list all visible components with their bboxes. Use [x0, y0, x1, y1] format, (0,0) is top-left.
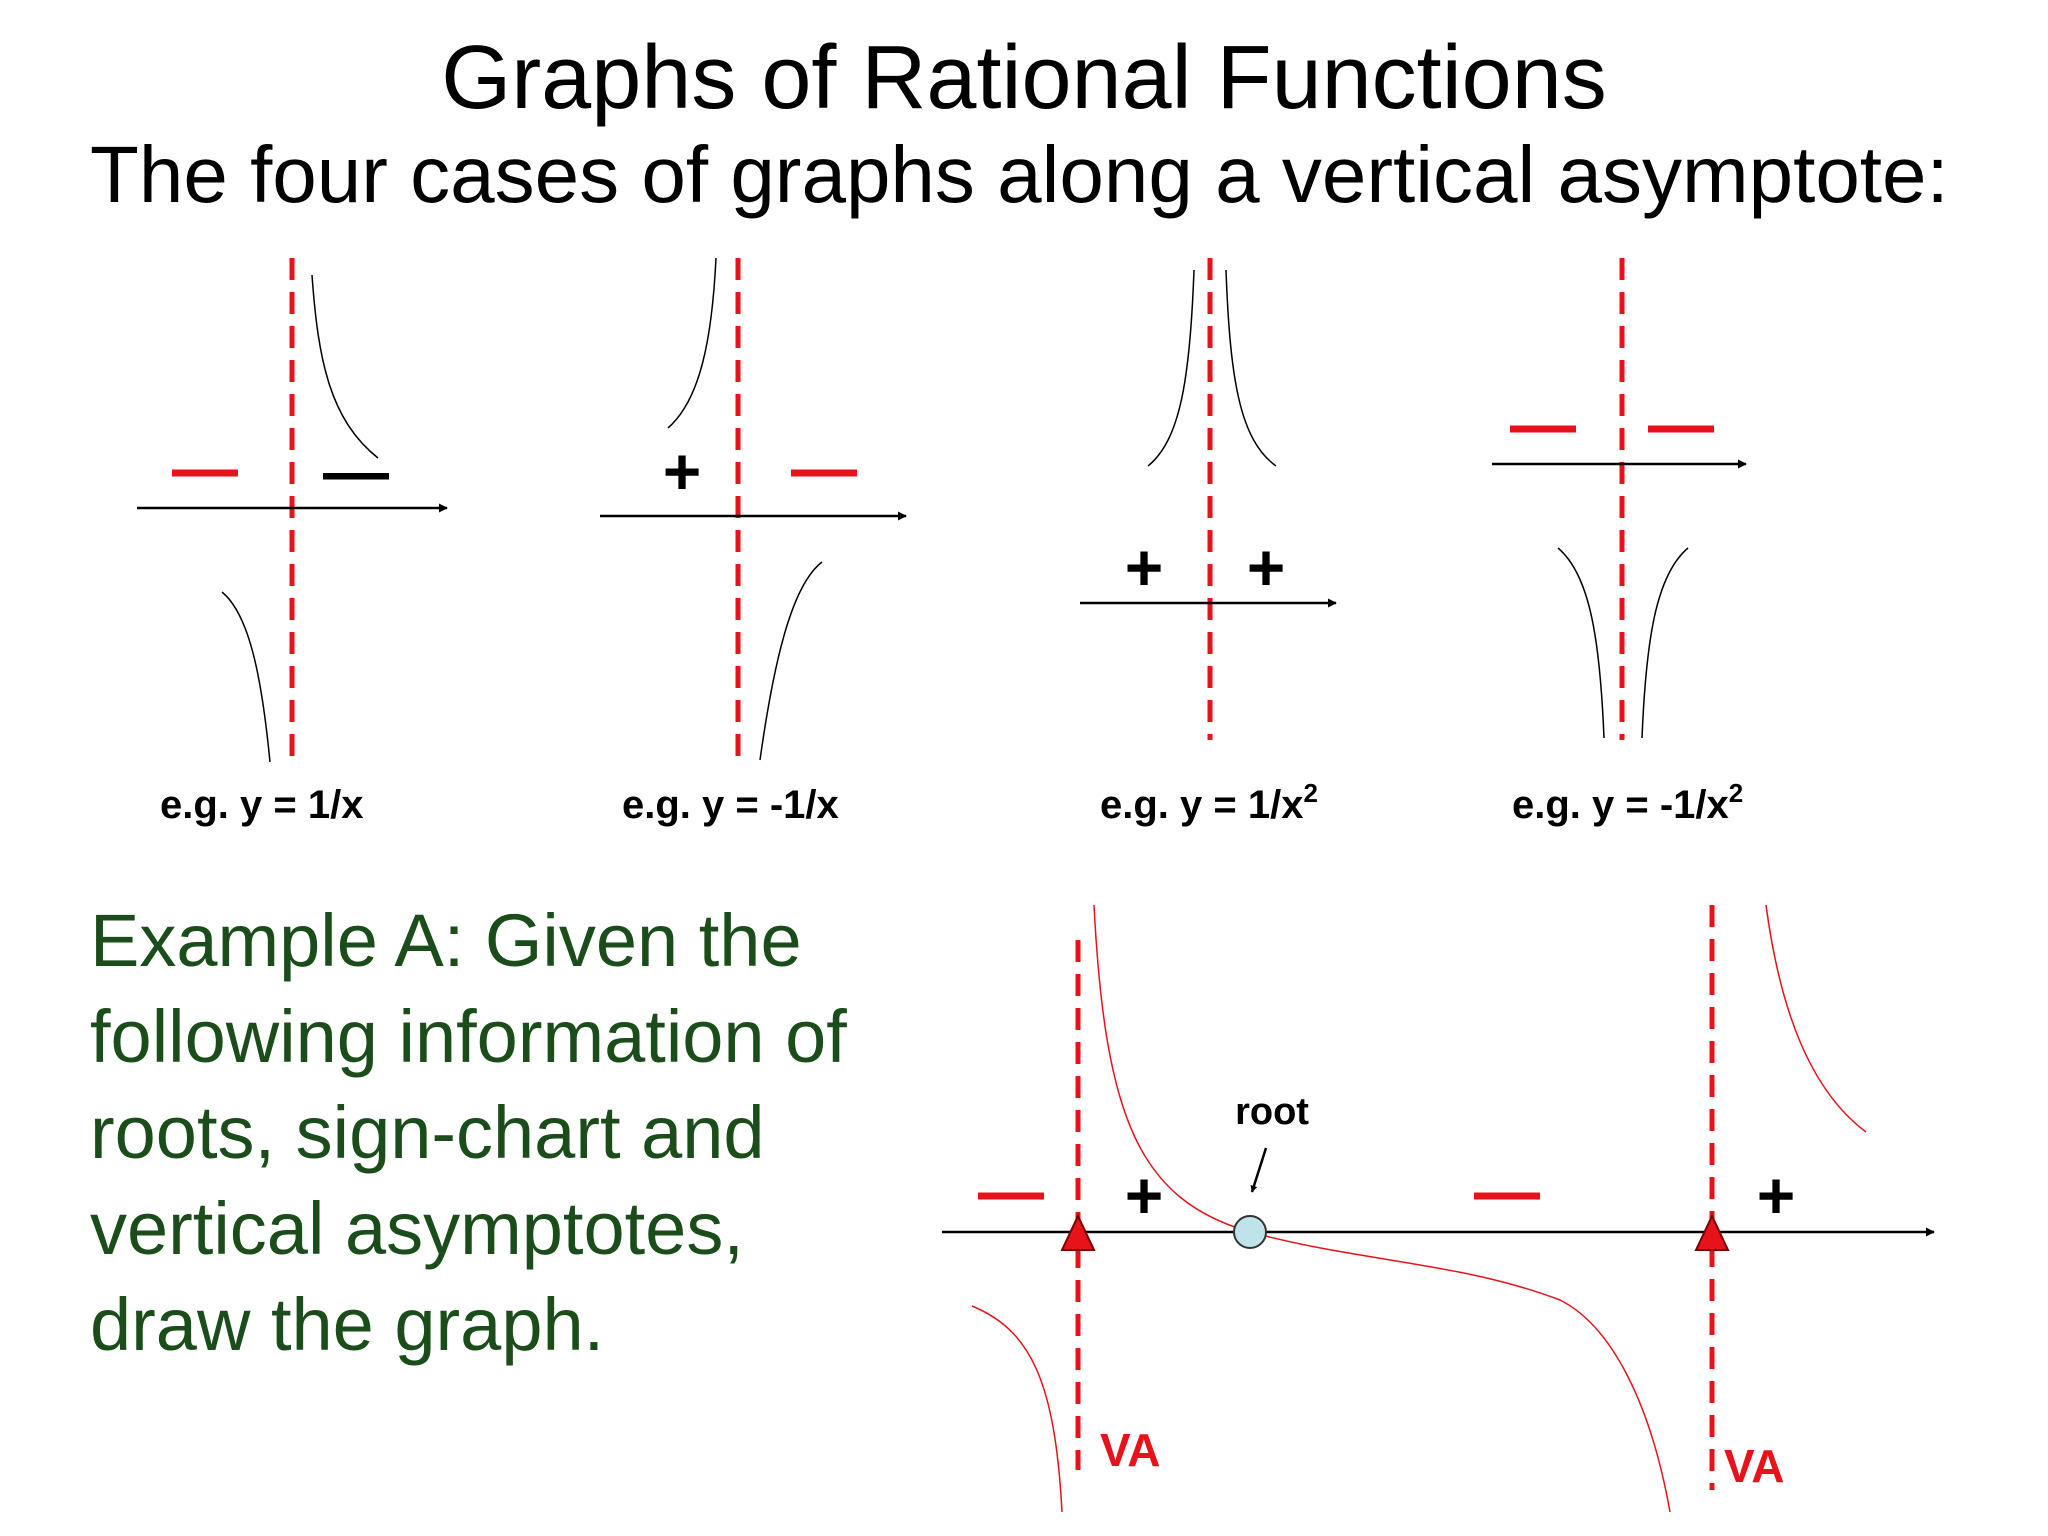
example-va-marker-right	[1694, 1213, 1730, 1251]
case-2-curve-right	[759, 561, 823, 761]
case-1-curve-right	[311, 274, 379, 459]
example-graph: root + + VA VA	[942, 904, 1935, 1513]
case-2-graph: + e.g. y = -1/x	[600, 257, 907, 827]
case-4-label-main: e.g. y = -1/x	[1512, 783, 1729, 827]
example-root-label: root	[1235, 1091, 1309, 1133]
case-3-label: e.g. y = 1/x2	[1100, 778, 1318, 827]
example-va-label-right: VA	[1724, 1440, 1785, 1492]
example-curve-middle	[1093, 904, 1671, 1513]
slide-subtitle: The four cases of graphs along a vertica…	[90, 130, 1949, 219]
case-1-plus-sign: —	[323, 434, 389, 508]
case-3-label-main: e.g. y = 1/x	[1100, 783, 1303, 827]
example-root-pointer	[1250, 1147, 1268, 1193]
example-line-2: following information of	[90, 995, 847, 1078]
example-curve-right	[1765, 904, 1867, 1133]
case-4-label: e.g. y = -1/x2	[1512, 778, 1743, 827]
example-a-prompt: Example A: Given the following informati…	[90, 893, 970, 1373]
case-4-curve-left	[1557, 547, 1605, 739]
case-4-graph: e.g. y = -1/x2	[1492, 258, 1747, 827]
example-va-label-left: VA	[1100, 1424, 1161, 1476]
example-root-marker	[1233, 1215, 1267, 1249]
example-line-5: draw the graph.	[90, 1283, 605, 1366]
case-1-curve-left	[221, 591, 271, 763]
case-4-curve-right	[1641, 547, 1689, 739]
case-2-label: e.g. y = -1/x	[622, 783, 839, 827]
case-3-label-exponent: 2	[1303, 778, 1317, 808]
example-va-marker-left	[1060, 1213, 1096, 1251]
example-line-1: Example A: Given the	[90, 899, 802, 982]
case-1-label: e.g. y = 1/x	[160, 783, 363, 827]
case-2-plus-sign: +	[663, 434, 702, 508]
slide-title: Graphs of Rational Functions	[441, 28, 1607, 128]
case-3-plus-right: +	[1247, 530, 1286, 604]
example-plus-1: +	[1125, 1158, 1164, 1232]
case-1-graph: — e.g. y = 1/x	[137, 258, 448, 827]
case-2-curve-left	[667, 257, 717, 429]
case-3-curve-left	[1147, 269, 1195, 467]
example-line-3: roots, sign-chart and	[90, 1091, 765, 1174]
example-curve-left	[971, 1305, 1063, 1513]
example-line-4: vertical asymptotes,	[90, 1187, 744, 1270]
case-3-graph: + + e.g. y = 1/x2	[1080, 258, 1337, 827]
example-plus-2: +	[1757, 1158, 1796, 1232]
case-4-label-exponent: 2	[1729, 778, 1743, 808]
case-3-curve-right	[1225, 269, 1277, 467]
case-3-plus-left: +	[1125, 530, 1164, 604]
